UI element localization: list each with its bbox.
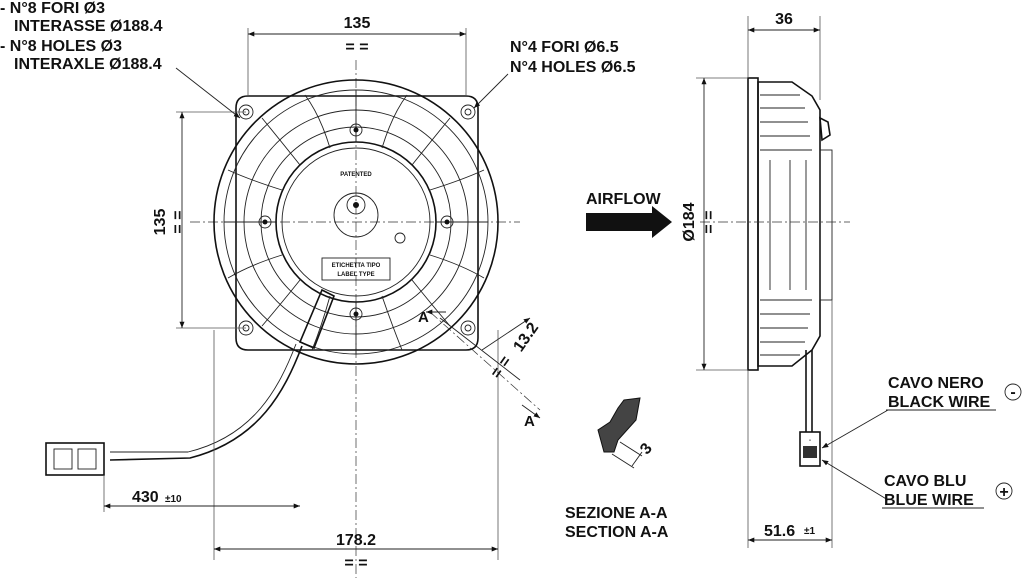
left-equal-mark: = =: [170, 210, 187, 233]
holes-small-note: - N°8 FORI Ø3 INTERASSE Ø188.4 - N°8 HOL…: [0, 0, 163, 73]
airflow-label: AIRFLOW: [586, 191, 662, 208]
top-width-dim: 135: [344, 15, 371, 32]
holes-small-line1: - N°8 FORI Ø3: [0, 0, 105, 17]
side-front-plate: [747, 77, 759, 371]
cable-length-dim: 430: [132, 489, 159, 506]
side-top-depth-dim: 36: [775, 11, 793, 28]
front-dimensions: 135 = = 135 = = 178.2 = = 430 ±10 A A 13…: [103, 15, 542, 572]
cable-grommet: [298, 288, 336, 350]
wire-blue-en: BLUE WIRE: [884, 492, 974, 509]
cable-length-tol: ±10: [165, 494, 182, 505]
minus-symbol: -: [1010, 384, 1015, 401]
section-a-a: 3 SEZIONE A-A SECTION A-A: [565, 397, 669, 541]
minus-icon: [1004, 383, 1022, 401]
holes-large-line1: N°4 FORI Ø6.5: [510, 39, 619, 56]
holes-small-line3: - N°8 HOLES Ø3: [0, 38, 122, 55]
section-title-it: SEZIONE A-A: [565, 505, 668, 522]
label-type-box: [321, 257, 391, 281]
wire-black-it: CAVO NERO: [888, 375, 984, 392]
shaft: [346, 195, 366, 215]
side-overall-tol: ±1: [804, 526, 815, 537]
side-equal-mark: = =: [701, 210, 718, 233]
airflow-indicator: AIRFLOW: [586, 191, 672, 238]
plus-icon: [995, 482, 1013, 500]
holes-large-note: N°4 FORI Ø6.5 N°4 HOLES Ø6.5: [510, 39, 636, 76]
side-motor: [819, 149, 833, 301]
airflow-arrow-icon: [586, 206, 672, 238]
holes-small-line4: INTERAXLE Ø188.4: [14, 56, 162, 73]
bottom-width-dim: 178.2: [336, 532, 376, 549]
label-type-line2: LABEL TYPE: [337, 272, 374, 278]
left-height-dim: 135: [152, 209, 169, 236]
side-connector-minus: -: [809, 438, 811, 444]
cable: [45, 343, 303, 476]
section-offset-dim: 13.2: [510, 320, 542, 355]
side-view: -: [700, 77, 850, 467]
patented-label: PATENTED: [340, 172, 372, 178]
side-overall-depth-dim: 51.6: [764, 523, 795, 540]
wire-blue-it: CAVO BLU: [884, 473, 966, 490]
bottom-equal-mark: = =: [344, 555, 367, 572]
section-title-en: SECTION A-A: [565, 524, 669, 541]
wire-labels: CAVO NERO BLACK WIRE - CAVO BLU BLUE WIR…: [884, 375, 1022, 509]
holes-small-line2: INTERASSE Ø188.4: [14, 18, 163, 35]
section-profile: [597, 397, 641, 453]
grille-spokes: [224, 90, 488, 354]
hub-pin: [394, 232, 406, 244]
side-fins: [760, 94, 812, 356]
wire-black-en: BLACK WIRE: [888, 394, 991, 411]
section-letter-bottom: A: [524, 413, 535, 430]
outer-ring: [213, 79, 499, 365]
hub: [333, 192, 379, 238]
side-connector: [799, 431, 821, 467]
label-type-line1: ETICHETTA TIPO: [332, 263, 381, 269]
mounting-frame: [235, 95, 479, 351]
plus-symbol: +: [999, 484, 1008, 501]
side-diameter-dim: Ø184: [681, 202, 698, 241]
section-equal-mark: = =: [488, 353, 515, 382]
motor-screws: [258, 123, 454, 321]
motor-housing-inner: [281, 147, 431, 297]
side-body: [757, 81, 821, 367]
cable-main: [109, 345, 303, 461]
section-letter-top: A: [418, 309, 429, 326]
corner-holes-large: [238, 104, 476, 336]
front-view: PATENTED ETICHETTA TIPO LABEL TYPE: [190, 60, 520, 578]
holes-large-line2: N°4 HOLES Ø6.5: [510, 59, 636, 76]
top-equal-mark: = =: [345, 39, 368, 56]
connector: [45, 442, 105, 476]
side-dimensions: 36 Ø184 = = 51.6 ±1: [681, 11, 996, 548]
